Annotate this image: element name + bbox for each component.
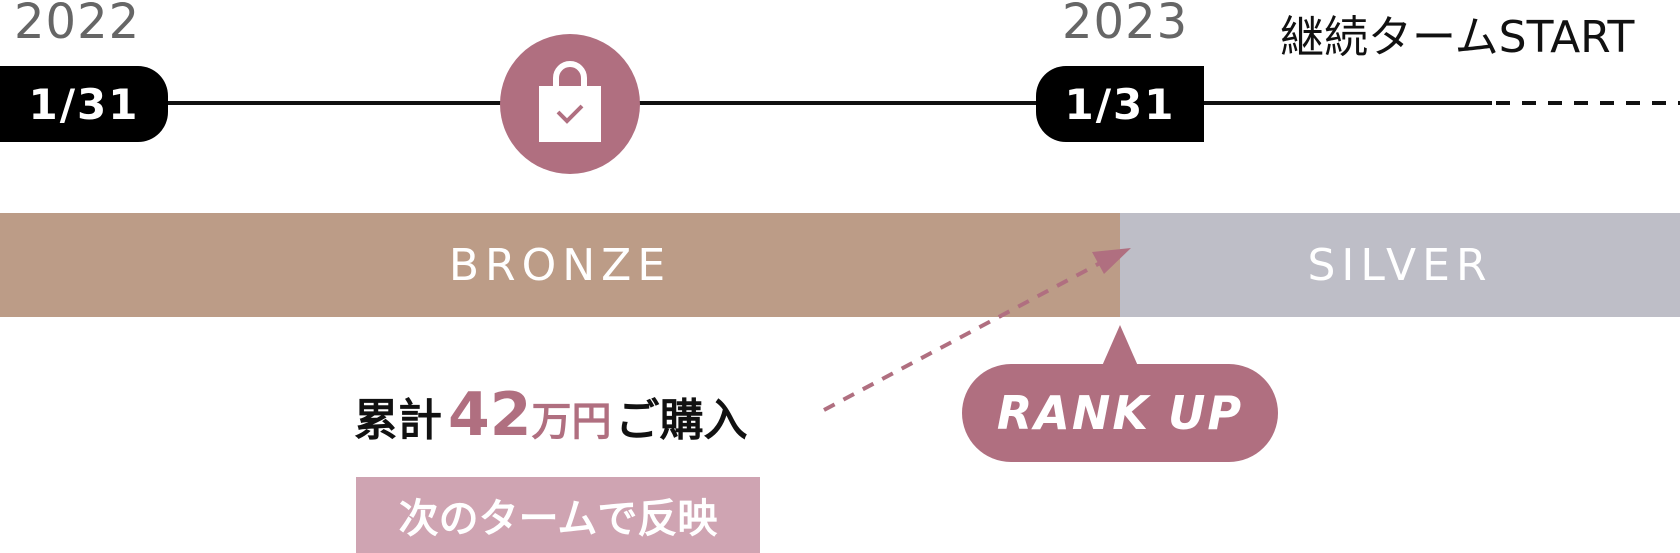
- shopping-bag-check-icon: [539, 61, 601, 142]
- purchase-marker: [500, 34, 640, 174]
- timeline-line: [160, 101, 1680, 105]
- date-end-badge: 1/31: [1036, 66, 1204, 142]
- purchase-amount: 42: [448, 380, 532, 450]
- silver-rank-label: SILVER: [1307, 239, 1493, 291]
- rank-up-badge: RANK UP: [962, 364, 1278, 462]
- purchase-prefix: 累計: [354, 395, 442, 446]
- year-end-label: 2023: [1062, 0, 1189, 50]
- purchase-unit: 万円: [531, 399, 612, 445]
- silver-rank-bar: SILVER: [1120, 213, 1680, 317]
- bronze-rank-bar: BRONZE: [0, 213, 1120, 317]
- bronze-rank-label: BRONZE: [448, 239, 672, 291]
- purchase-summary: 累計 42 万円 ご購入: [354, 380, 748, 450]
- year-start-label: 2022: [14, 0, 141, 50]
- date-start-badge: 1/31: [0, 66, 168, 142]
- purchase-suffix: ご購入: [615, 395, 748, 446]
- term-start-label: 継続タームSTART: [1280, 12, 1635, 63]
- next-term-note: 次のタームで反映: [356, 477, 760, 553]
